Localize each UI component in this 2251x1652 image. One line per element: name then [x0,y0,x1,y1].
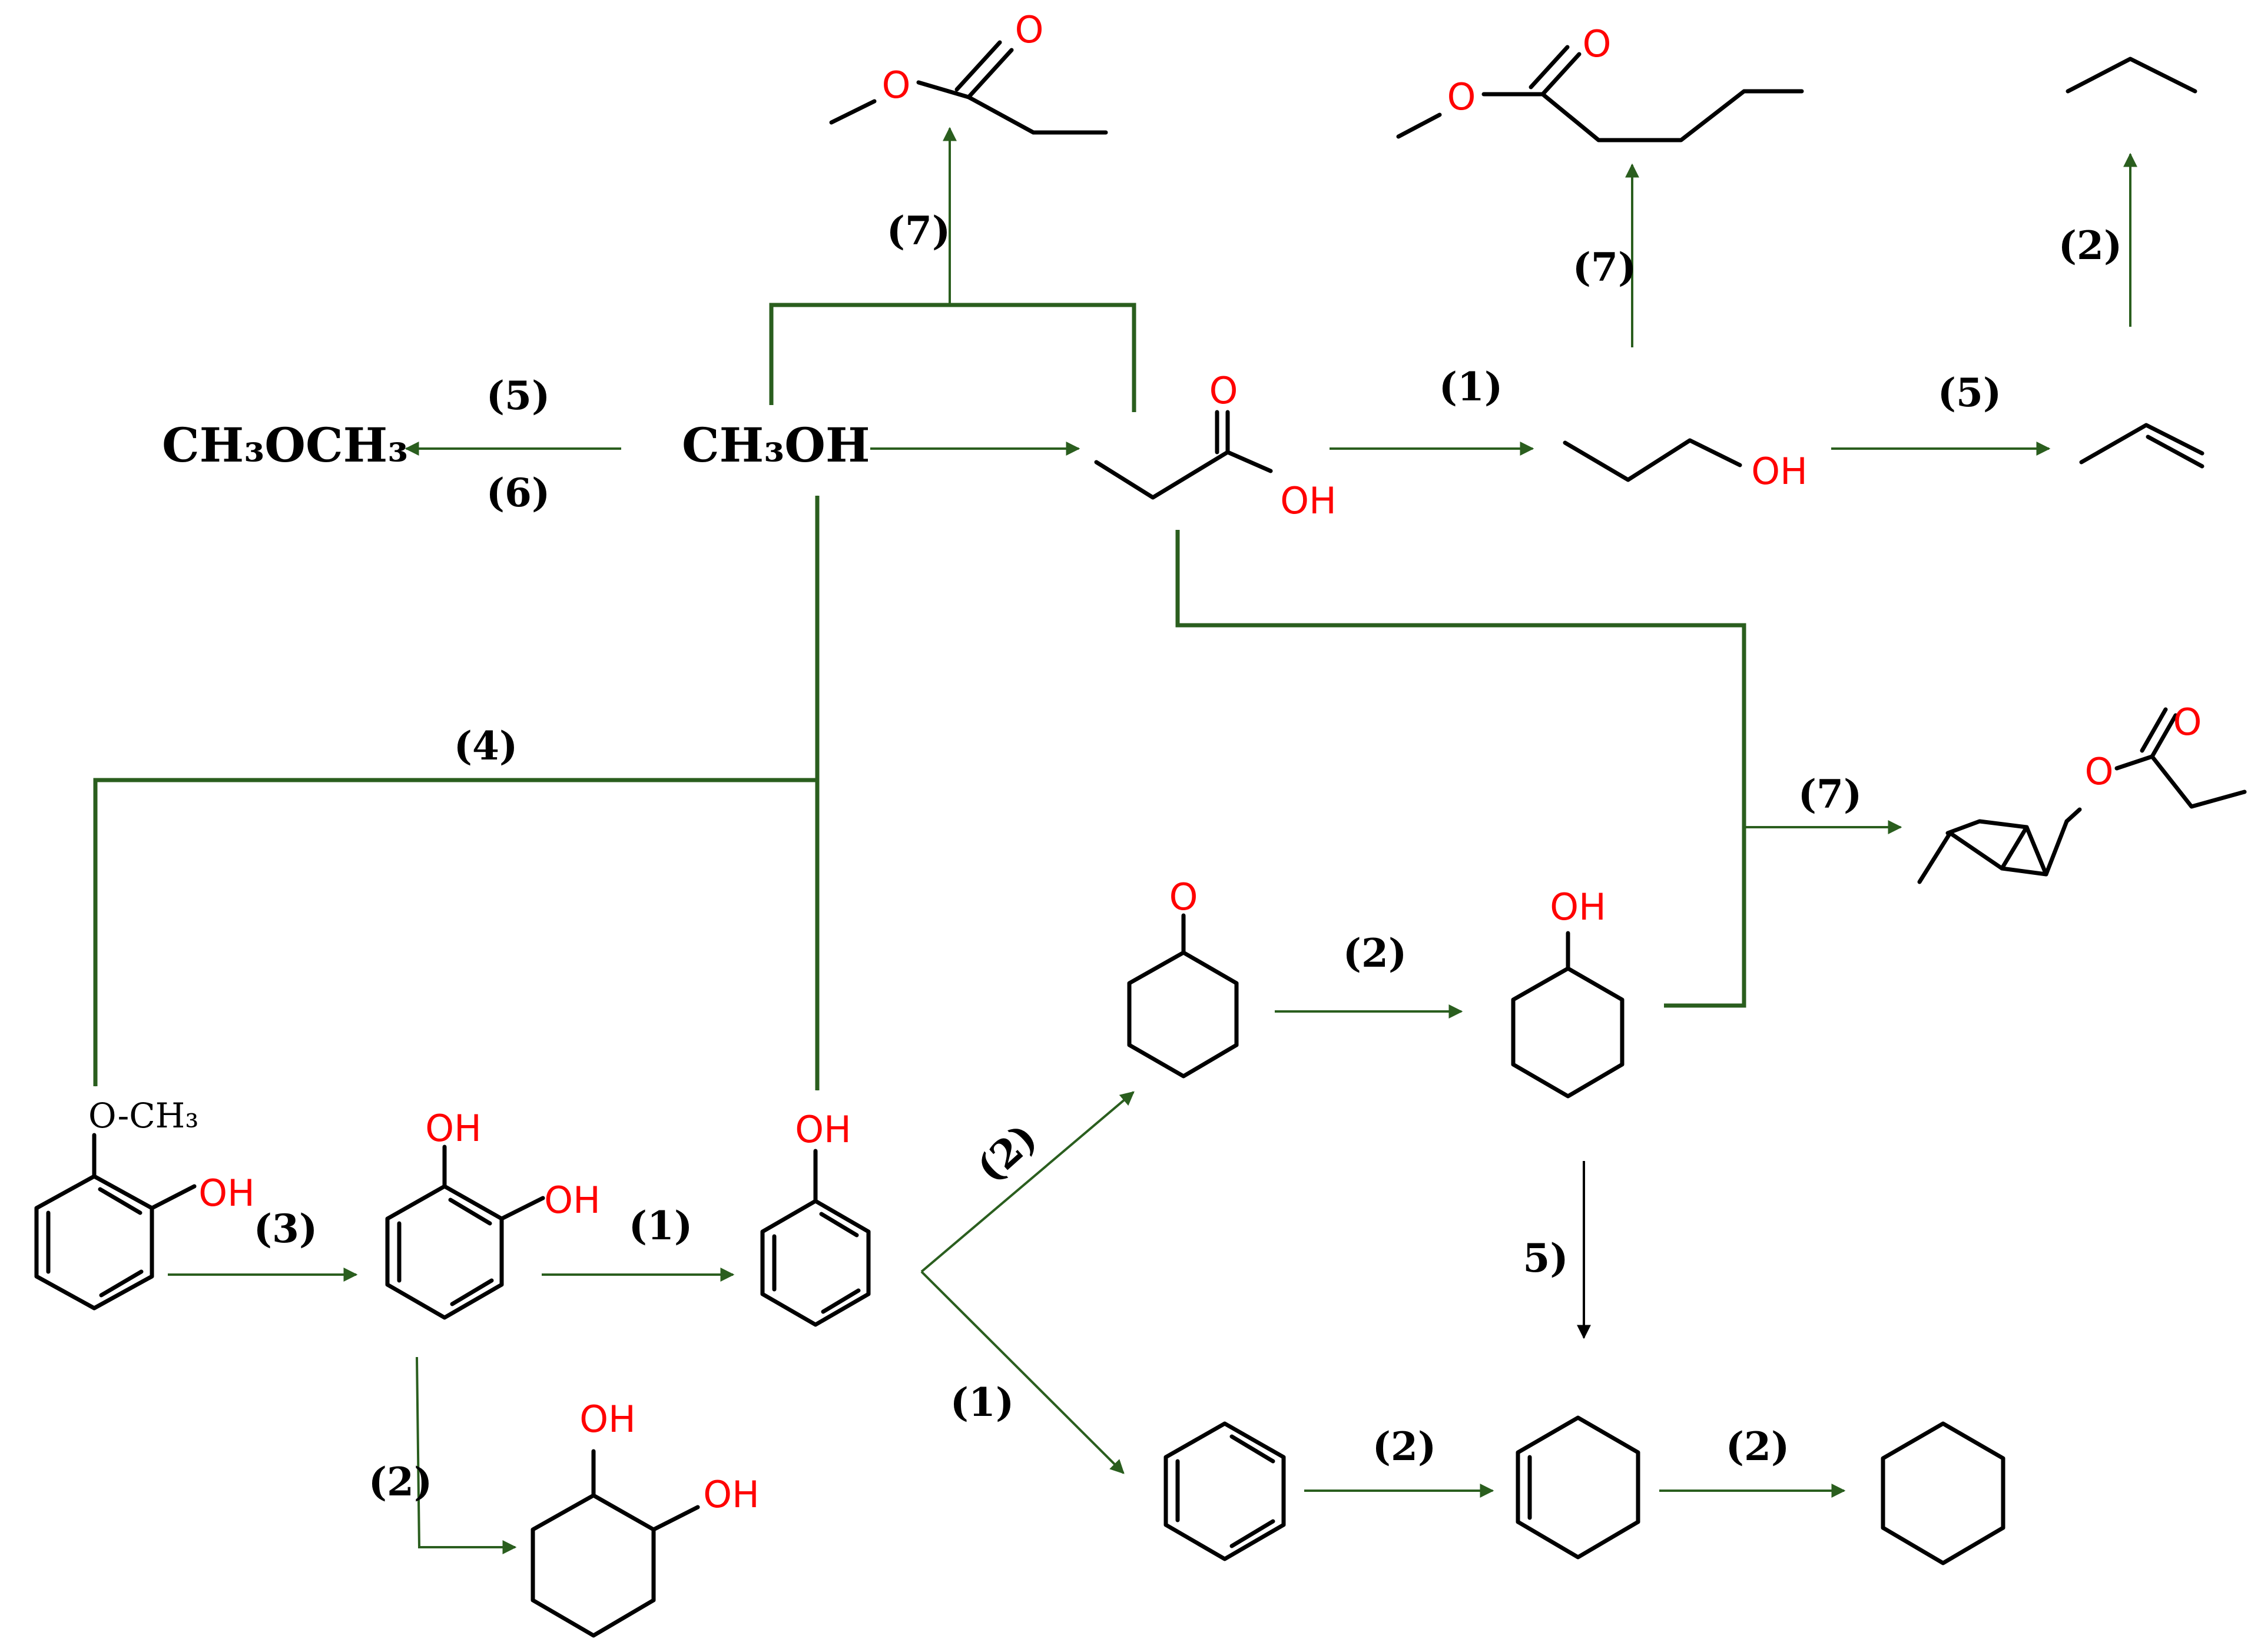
step-label-cyclohexanone-to-cyclohexanol: (2) [1343,930,1407,976]
step-label-methyl-butanoate: (7) [1573,244,1636,290]
step-label-phenol-to-benzene: (1) [950,1379,1014,1425]
step-label-cyclohexene-to-cyclohexane: (2) [1726,1424,1789,1469]
atom-oh-cyclohexanol: OH [1550,885,1606,928]
atom-o-cyclohexyl-ester: O [2085,750,2114,793]
connector-to-guaiacol [93,778,817,1087]
atom-oh-catechol-right: OH [544,1179,600,1222]
step-label-dme-top: (5) [486,373,550,419]
molecule-phenol [760,1149,871,1327]
step-label-cyclohexanol-to-cyclohexene: 5) [1523,1235,1568,1281]
dimethyl-ether-formula: CH₃OCH₃ [162,417,408,473]
molecule-methyl-butanoate [1396,45,1804,142]
molecule-propene [2079,423,2204,469]
atom-o-propanoic-acid-carbonyl: O [1209,369,1238,412]
atom-o-cyclohexyl-carbonyl: O [2173,701,2202,744]
molecule-catechol [385,1145,545,1320]
molecule-benzene [1163,1421,1286,1561]
molecule-propanol [1563,438,1742,482]
step-label-catechol-to-diol: (2) [369,1459,432,1505]
molecule-cyclohexene [1516,1415,1640,1560]
step-label-methyl-propanoate: (7) [887,208,950,254]
step-label-acid-to-propanol: (1) [1439,364,1503,410]
molecule-cyclohexyl-propanoate [1917,707,2247,884]
atom-oh-guaiacol: OH [198,1172,254,1215]
molecule-methyl-propanoate [829,40,1108,135]
arrow-phenol-to-benzene [920,1270,1125,1474]
step-label-dme-bottom: (6) [486,470,550,516]
step-label-methanol-split: (4) [454,723,518,769]
molecule-cyclohexanone [1127,913,1239,1079]
step-label-cyclohexyl-ester: (7) [1798,771,1862,817]
atom-oh-catechol-top: OH [425,1107,481,1150]
reaction-arrows [93,127,2137,1554]
molecule-cyclohexanol [1511,931,1625,1099]
methanol-formula: CH₃OH [682,417,870,473]
step-label-propene-to-propane: (2) [2058,223,2122,268]
step-label-catechol-to-phenol: (1) [629,1203,692,1249]
step-label-phenol-to-cyclohexanone: (2) [967,1114,1046,1191]
bracket-esterification-top [769,303,1136,412]
atom-oh-propanol: OH [1751,450,1807,493]
molecule-cyclohexane [1881,1421,2005,1565]
arrow-phenol-to-cyclohexanone [920,1091,1135,1273]
step-label-propanol-to-propene: (5) [1938,370,2001,416]
atom-oh-propanoic-acid: OH [1280,479,1336,522]
step-label-benzene-to-cyclohexene: (2) [1373,1424,1436,1469]
molecule-cyclohexanediol [531,1449,700,1638]
methoxy-group-label: O-CH₃ [88,1096,198,1136]
atom-o-methyl-butanoate-ester: O [1447,75,1476,118]
molecule-propane [2066,57,2197,94]
atom-oh-phenol: OH [795,1108,851,1151]
atom-oh-diol-right: OH [703,1473,759,1516]
atom-o-methyl-propanoate-ester: O [882,64,911,107]
step-label-guaiacol-to-catechol: (3) [254,1206,317,1252]
atom-o-methyl-butanoate-carbonyl: O [1583,22,1612,65]
molecule-propanoic-acid [1094,410,1273,500]
bracket-acid-to-ester [1175,530,1746,1008]
molecule-guaiacol [34,1133,197,1311]
atom-o-methyl-propanoate-carbonyl: O [1015,8,1044,51]
arrow-catechol-to-cyclohexanediol [416,1356,517,1554]
atom-oh-diol-top: OH [579,1398,635,1441]
atom-o-cyclohexanone: O [1169,875,1198,918]
